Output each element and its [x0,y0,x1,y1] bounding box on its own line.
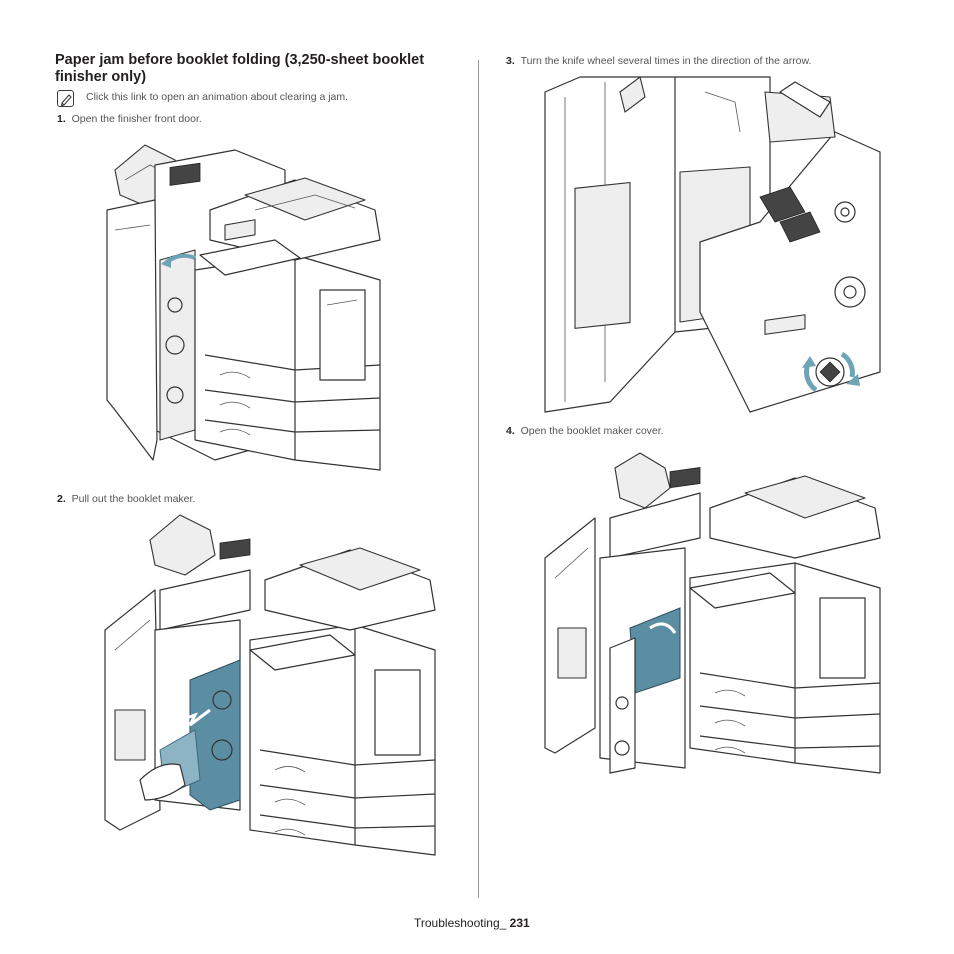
step-number: 3. [506,55,515,67]
step-number: 1. [57,113,66,125]
step-2: 2. Pull out the booklet maker. [57,493,195,505]
step-1: 1. Open the finisher front door. [57,113,202,125]
note-pencil-icon[interactable] [57,90,74,107]
step-number: 2. [57,493,66,505]
page-number: 231 [509,916,530,930]
step-text: Turn the knife wheel several times in th… [520,55,812,67]
step-4: 4. Open the booklet maker cover. [506,425,664,437]
step-3: 3. Turn the knife wheel several times in… [506,55,811,67]
note-link-text[interactable]: Click this link to open an animation abo… [86,91,349,103]
illustration-turn-knife-wheel [544,76,881,413]
illustration-open-booklet-maker-cover [544,452,881,774]
step-text: Open the finisher front door. [71,113,202,125]
step-number: 4. [506,425,515,437]
step-text: Open the booklet maker cover. [520,425,664,437]
column-divider [478,60,479,898]
page-footer: Troubleshooting_ 231 [414,916,530,930]
step-text: Pull out the booklet maker. [71,493,196,505]
illustration-finisher-door-open [106,144,381,471]
footer-label: Troubleshooting_ [414,916,507,930]
section-title: Paper jam before booklet folding (3,250-… [55,52,425,85]
illustration-pull-out-booklet-maker [104,514,436,856]
